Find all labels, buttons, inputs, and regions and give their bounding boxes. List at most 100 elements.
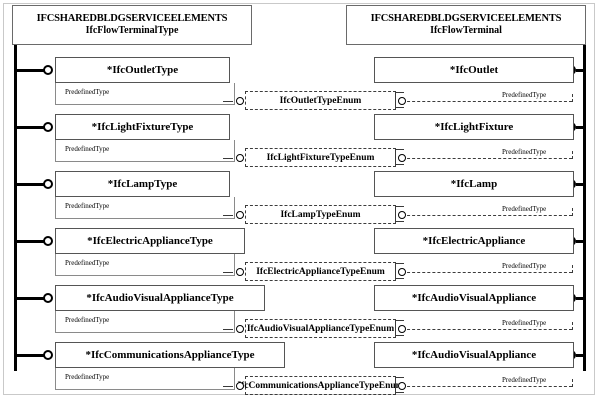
optional-marker-top [395, 92, 404, 94]
optional-marker-top [395, 149, 404, 151]
supertype-circle-left [43, 122, 53, 132]
supertype-trunk-right [583, 45, 586, 371]
entity-box-right[interactable]: *IfcLightFixture [374, 114, 574, 140]
optional-marker-vertical [395, 149, 397, 165]
optional-marker-top [395, 320, 404, 322]
attribute-label-left: PredefinedType [65, 259, 110, 267]
attribute-label-right: PredefinedType [502, 319, 547, 327]
entity-box-left[interactable]: *IfcLampType [55, 171, 230, 197]
attribute-label-left: PredefinedType [65, 202, 110, 210]
optional-marker-bottom [395, 335, 404, 337]
enum-type-box[interactable]: IfcCommunicationsApplianceTypeEnum [237, 376, 404, 395]
branch-line-right [576, 69, 586, 72]
branch-line-right [576, 183, 586, 186]
attribute-band-left [55, 254, 235, 276]
optional-marker-top [395, 263, 404, 265]
entity-box-left[interactable]: *IfcElectricApplianceType [55, 228, 245, 254]
attribute-label-left: PredefinedType [65, 373, 110, 381]
attribute-label-right: PredefinedType [502, 376, 547, 384]
entity-box-left[interactable]: *IfcAudioVisualApplianceType [55, 285, 265, 311]
branch-line-left [15, 297, 47, 300]
attribute-link-right-end [572, 379, 573, 387]
supertype-circle-left [43, 65, 53, 75]
optional-marker-vertical [395, 92, 397, 108]
entity-box-right[interactable]: *IfcLamp [374, 171, 574, 197]
enum-connector-left [223, 386, 233, 388]
enum-connector-left [223, 272, 233, 274]
attribute-link-right [402, 329, 572, 330]
optional-marker-bottom [395, 107, 404, 109]
attribute-link-right-end [572, 151, 573, 159]
enum-connector-left [223, 215, 233, 217]
enum-circle-right [398, 97, 406, 105]
supertype-circle-left [43, 179, 53, 189]
enum-circle-right [398, 211, 406, 219]
enum-circle-left [236, 97, 244, 105]
optional-marker-top [395, 206, 404, 208]
supertype-trunk-left [14, 45, 17, 371]
branch-line-left [15, 183, 47, 186]
attribute-link-right-end [572, 208, 573, 216]
attribute-label-right: PredefinedType [502, 262, 547, 270]
attribute-band-left [55, 311, 235, 333]
enum-circle-right [398, 154, 406, 162]
attribute-link-right [402, 158, 572, 159]
branch-line-left [15, 354, 47, 357]
attribute-band-left [55, 368, 235, 390]
branch-line-right [576, 297, 586, 300]
schema-name-right: IFCSHAREDBLDGSERVICEELEMENTS [370, 13, 562, 25]
branch-line-right [576, 126, 586, 129]
optional-marker-vertical [395, 263, 397, 279]
attribute-band-right [374, 311, 574, 333]
enum-circle-left [236, 268, 244, 276]
attribute-band-right [374, 368, 574, 390]
enum-connector-left [223, 101, 233, 103]
attribute-link-right [402, 272, 572, 273]
enum-connector-left [223, 329, 233, 331]
attribute-link-right-end [572, 94, 573, 102]
attribute-label-right: PredefinedType [502, 205, 547, 213]
enum-circle-right [398, 268, 406, 276]
enum-circle-left [236, 154, 244, 162]
entity-box-right[interactable]: *IfcAudioVisualAppliance [374, 342, 574, 368]
entity-box-left[interactable]: *IfcCommunicationsApplianceType [55, 342, 285, 368]
supertype-circle-left [43, 350, 53, 360]
enum-circle-left [236, 211, 244, 219]
attribute-band-right [374, 197, 574, 219]
schema-entity-right: IfcFlowTerminal [430, 25, 502, 37]
optional-marker-vertical [395, 320, 397, 336]
optional-marker-top [395, 377, 404, 379]
enum-circle-left [236, 382, 244, 390]
enum-circle-left [236, 325, 244, 333]
attribute-label-right: PredefinedType [502, 148, 547, 156]
schema-box-left: IFCSHAREDBLDGSERVICEELEMENTS IfcFlowTerm… [12, 5, 252, 45]
schema-name-left: IFCSHAREDBLDGSERVICEELEMENTS [36, 13, 228, 25]
entity-box-right[interactable]: *IfcElectricAppliance [374, 228, 574, 254]
supertype-circle-left [43, 293, 53, 303]
attribute-band-right [374, 254, 574, 276]
branch-line-left [15, 69, 47, 72]
attribute-label-left: PredefinedType [65, 88, 110, 96]
optional-marker-bottom [395, 392, 404, 394]
entity-box-right[interactable]: *IfcAudioVisualAppliance [374, 285, 574, 311]
schema-entity-left: IfcFlowTerminalType [85, 25, 179, 37]
optional-marker-vertical [395, 377, 397, 393]
optional-marker-vertical [395, 206, 397, 222]
schema-box-right: IFCSHAREDBLDGSERVICEELEMENTS IfcFlowTerm… [346, 5, 586, 45]
attribute-label-left: PredefinedType [65, 145, 110, 153]
optional-marker-bottom [395, 278, 404, 280]
entity-box-left[interactable]: *IfcLightFixtureType [55, 114, 230, 140]
entity-box-left[interactable]: *IfcOutletType [55, 57, 230, 83]
enum-circle-right [398, 325, 406, 333]
supertype-circle-left [43, 236, 53, 246]
branch-line-right [576, 354, 586, 357]
attribute-link-right-end [572, 265, 573, 273]
entity-box-right[interactable]: *IfcOutlet [374, 57, 574, 83]
